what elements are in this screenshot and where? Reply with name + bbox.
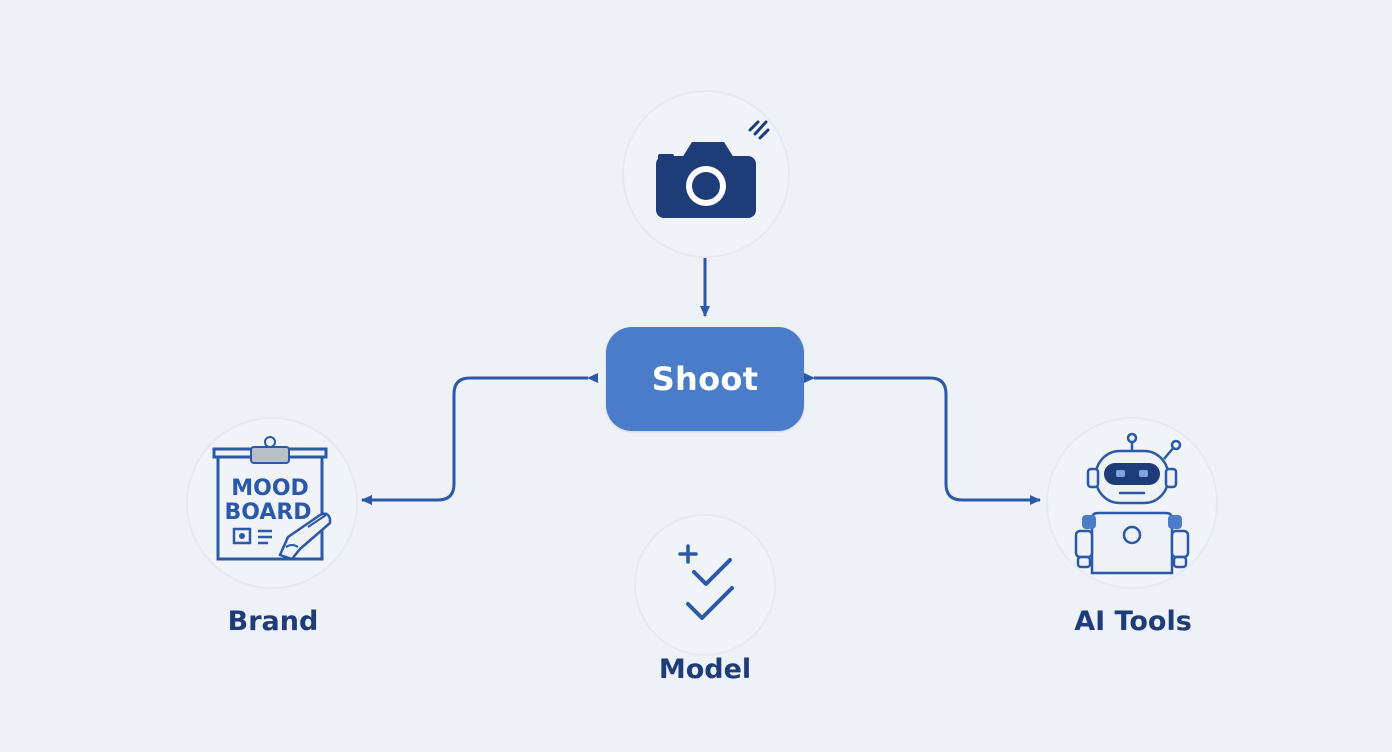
brand-node: MOOD BOARD bbox=[186, 417, 358, 589]
edge-shoot-brand bbox=[361, 373, 598, 505]
model-label: Model bbox=[658, 654, 752, 685]
mood-board-line1: MOOD bbox=[231, 476, 309, 501]
ai-tools-label: AI Tools bbox=[1074, 606, 1192, 637]
plus-check-icon bbox=[678, 544, 734, 620]
edge-shoot-ai-tools bbox=[804, 373, 1041, 505]
mood-board-line2: BOARD bbox=[224, 500, 311, 525]
model-node bbox=[634, 514, 776, 656]
brand-label: Brand bbox=[227, 606, 319, 637]
robot-icon bbox=[1074, 432, 1190, 575]
camera-node bbox=[622, 90, 790, 258]
camera-icon bbox=[656, 120, 770, 218]
shoot-label: Shoot bbox=[651, 360, 759, 398]
shoot-node: Shoot bbox=[606, 327, 804, 431]
ai-tools-node bbox=[1046, 417, 1218, 589]
mood-board-icon: MOOD BOARD bbox=[212, 436, 332, 561]
